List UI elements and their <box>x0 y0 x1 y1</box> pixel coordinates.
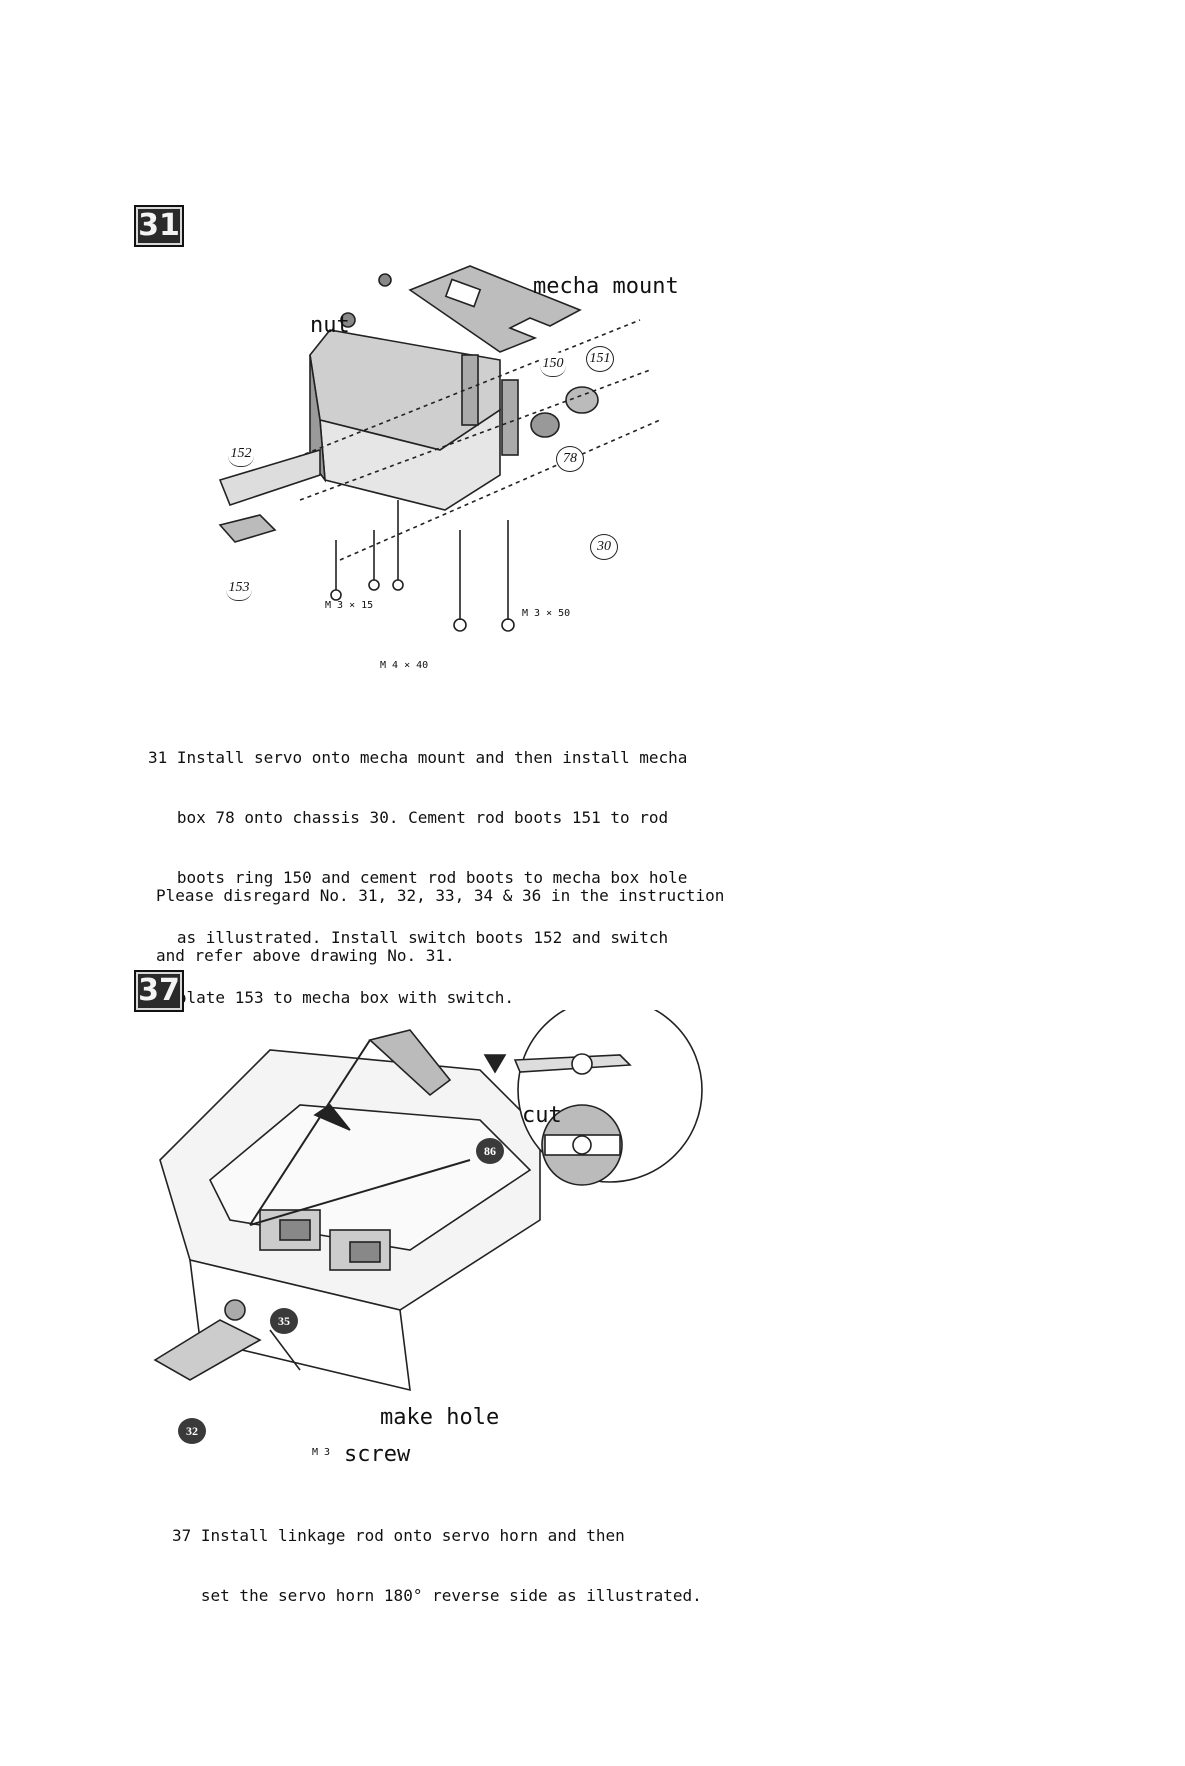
m3x15-label: M 3 × 15 <box>325 600 374 611</box>
note-line: Please disregard No. 31, 32, 33, 34 & 36… <box>156 886 725 905</box>
instruction-line: as illustrated. Install switch boots 152… <box>148 928 669 947</box>
nut-label: nut <box>310 313 350 338</box>
step-31-badge: 31 <box>134 205 184 247</box>
instruction-line: box 78 onto chassis 30. Cement rod boots… <box>148 808 669 827</box>
instruction-line: plate 153 to mecha box with switch. <box>148 988 515 1007</box>
instruction-line: boots ring 150 and cement rod boots to m… <box>148 868 688 887</box>
part-152: 152 <box>228 442 254 467</box>
step-37-instruction: 37 Install linkage rod onto servo horn a… <box>172 1486 702 1626</box>
note-line: and refer above drawing No. 31. <box>156 946 455 965</box>
step-31-instruction: 31 Install servo onto mecha mount and th… <box>148 708 687 1028</box>
m4x40-label: M 4 × 40 <box>380 660 429 671</box>
screw-label: screw <box>344 1442 411 1467</box>
mecha-mount-label: mecha mount <box>533 274 679 299</box>
part-153: 153 <box>226 576 252 601</box>
part-151: 151 <box>586 346 614 372</box>
part-35: 35 <box>270 1308 298 1334</box>
cut-label: cut <box>522 1103 562 1128</box>
part-32: 32 <box>178 1418 206 1444</box>
m3-label: M 3 <box>312 1447 331 1458</box>
part-78: 78 <box>556 446 584 472</box>
step-37-badge: 37 <box>134 970 184 1012</box>
instruction-line: 37 Install linkage rod onto servo horn a… <box>172 1526 625 1545</box>
instruction-line: 31 Install servo onto mecha mount and th… <box>148 748 688 767</box>
part-150: 150 <box>540 352 566 377</box>
make-hole-label: make hole <box>380 1405 500 1430</box>
part-30: 30 <box>590 534 618 560</box>
step-37-illustration <box>153 1010 703 1392</box>
step-31-illustration <box>218 265 661 632</box>
disregard-note: Please disregard No. 31, 32, 33, 34 & 36… <box>156 846 724 986</box>
part-86: 86 <box>476 1138 504 1164</box>
m3x50-label: M 3 × 50 <box>522 608 571 619</box>
instruction-line: set the servo horn 180° reverse side as … <box>172 1586 702 1605</box>
